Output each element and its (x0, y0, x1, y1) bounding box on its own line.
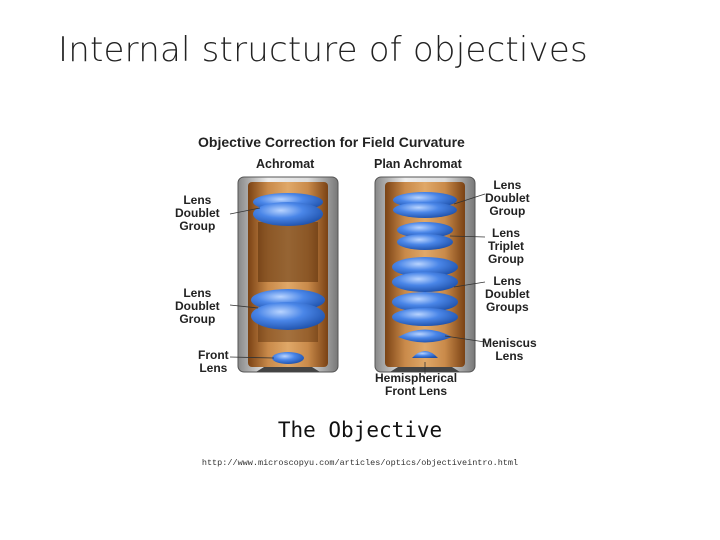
achromat-heading: Achromat (256, 157, 315, 171)
label-plan-lens-doublet-groups: Lens Doublet Groups (485, 274, 530, 314)
plan-hemispherical-front-lens (412, 351, 438, 358)
plan-achromat-heading: Plan Achromat (374, 157, 462, 171)
label-plan-meniscus-lens: Meniscus Lens (482, 336, 537, 363)
plan-lens-doublet-groups (392, 257, 458, 326)
objective-illustration (229, 176, 486, 374)
slide-title: Internal structure of objectives (58, 30, 588, 70)
label-achromat-lens-doublet-top: Lens Doublet Group (175, 193, 220, 233)
objective-diagram: Objective Correction for Field Curvature… (170, 122, 537, 407)
figure-caption: The Objective (277, 418, 443, 442)
label-achromat-lens-doublet-bottom: Lens Doublet Group (175, 286, 220, 326)
plan-meniscus-lens (398, 329, 452, 343)
label-plan-hemispherical-front-lens: Hemispherical Front Lens (375, 371, 458, 398)
plan-lens-triplet (397, 222, 453, 250)
figure-title: Objective Correction for Field Curvature (198, 134, 465, 150)
plan-lens-doublet-top (393, 192, 457, 218)
label-achromat-front-lens: Front Lens (198, 348, 229, 375)
achromat-front-lens (272, 352, 304, 364)
label-plan-lens-doublet-top: Lens Doublet Group (485, 178, 530, 218)
source-url[interactable]: http://www.microscopyu.com/articles/opti… (201, 458, 519, 468)
leader-lines (229, 193, 486, 374)
achromat-lens-doublet-bottom (251, 289, 325, 330)
achromat-lens-doublet-top (253, 193, 323, 226)
label-plan-lens-triplet: Lens Triplet Group (488, 226, 525, 266)
